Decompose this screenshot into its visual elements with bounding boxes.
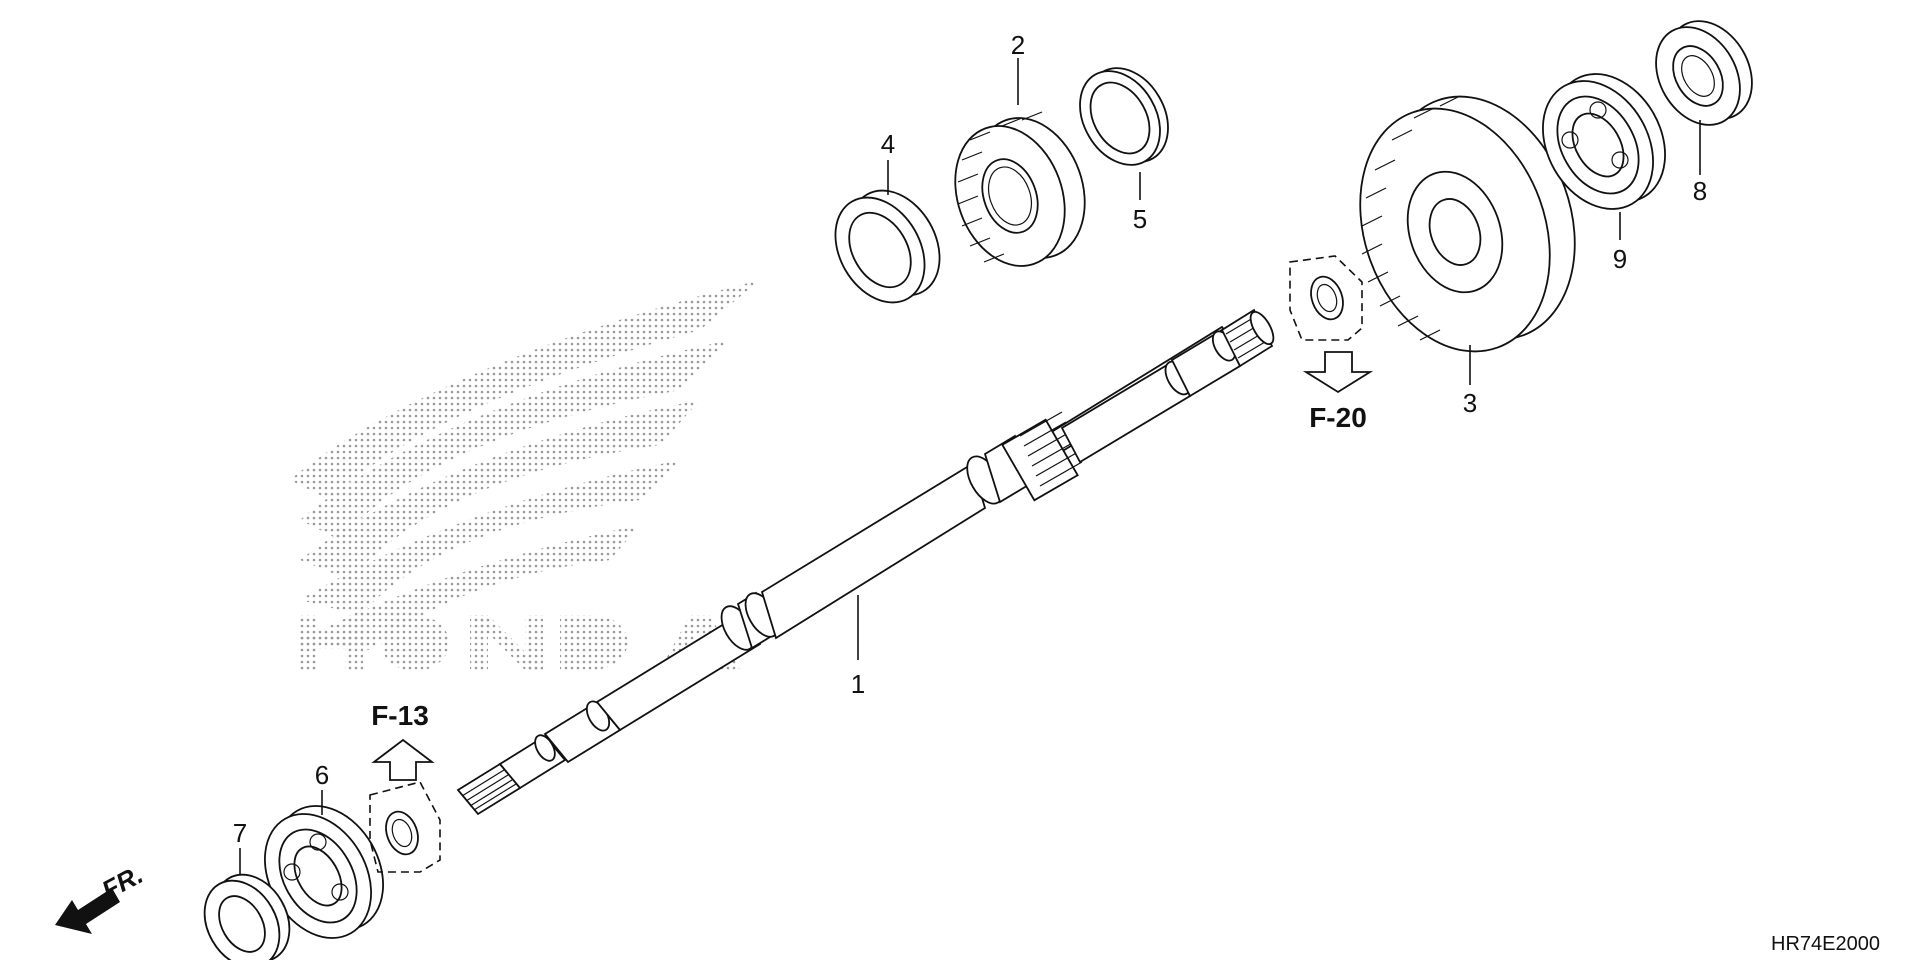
oil-seal-part-4 xyxy=(834,189,941,304)
reference-label-lower: F-13 xyxy=(371,700,429,731)
small-gear-part-2 xyxy=(954,111,1086,267)
callout-3: 3 xyxy=(1463,388,1477,418)
reference-label-upper: F-20 xyxy=(1309,402,1367,433)
reference-arrow-lower xyxy=(371,738,435,781)
callout-7: 7 xyxy=(233,818,247,848)
washer-part-5 xyxy=(1079,67,1169,166)
bearing-part-9 xyxy=(1542,73,1666,210)
honda-wing-watermark xyxy=(290,280,760,671)
callout-8: 8 xyxy=(1693,176,1707,206)
referenced-washer-upper xyxy=(1289,255,1363,341)
callout-4: 4 xyxy=(881,129,895,159)
callout-2: 2 xyxy=(1011,30,1025,60)
reference-arrow-upper xyxy=(1302,351,1374,394)
callout-1: 1 xyxy=(851,669,865,699)
callout-9: 9 xyxy=(1613,244,1627,274)
main-shaft-part-1 xyxy=(456,308,1275,816)
front-direction-arrow xyxy=(55,888,120,934)
callout-5: 5 xyxy=(1133,204,1147,234)
leader-lines xyxy=(239,58,1701,875)
seal-part-8 xyxy=(1655,20,1753,126)
diagram-code: HR74E2000 xyxy=(1771,933,1880,955)
referenced-washer-lower xyxy=(369,781,441,873)
callout-6: 6 xyxy=(315,760,329,790)
seal-part-7 xyxy=(203,873,291,960)
large-gear-part-3 xyxy=(1359,95,1576,353)
bearing-part-6 xyxy=(264,805,384,939)
